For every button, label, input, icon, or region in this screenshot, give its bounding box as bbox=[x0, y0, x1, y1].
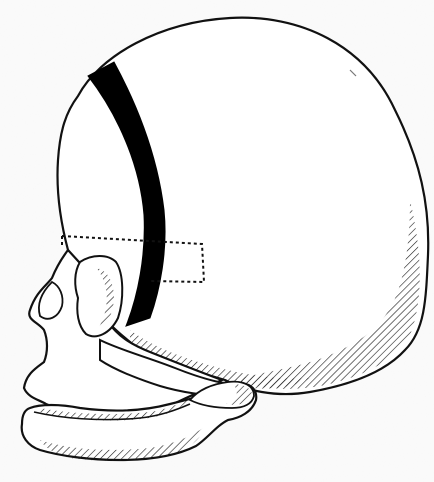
orbit bbox=[75, 256, 122, 336]
